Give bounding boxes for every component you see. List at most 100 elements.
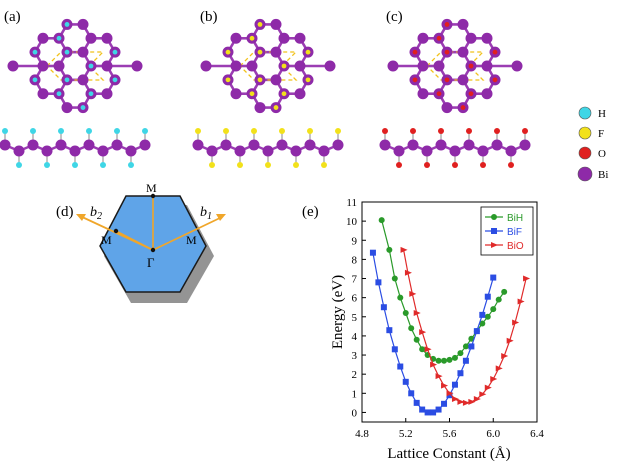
adsorbate-atom <box>32 49 38 55</box>
bi-atom <box>77 18 89 30</box>
data-point <box>419 406 426 413</box>
data-point <box>441 400 448 407</box>
data-point <box>501 353 509 359</box>
data-point <box>490 375 498 382</box>
side-bi-atom <box>69 145 81 157</box>
bi-atom <box>433 60 445 72</box>
m-point-top <box>150 193 156 199</box>
side-adsorbate-atom <box>452 162 458 168</box>
data-point <box>435 406 442 413</box>
adsorbate-atom <box>460 105 466 110</box>
data-point <box>409 290 417 297</box>
side-bi-atom <box>206 145 218 157</box>
y-tick-label: 9 <box>352 235 358 247</box>
bi-atom <box>37 88 49 100</box>
legend-f-marker <box>578 126 592 140</box>
side-adsorbate-atom <box>508 162 514 168</box>
data-point <box>408 325 415 332</box>
adsorbate-atom <box>444 49 450 55</box>
data-point <box>484 384 492 391</box>
side-bi-atom <box>55 139 67 151</box>
side-adsorbate-atom <box>480 162 486 168</box>
data-point <box>441 357 448 364</box>
side-bi-atom <box>276 139 288 151</box>
side-adsorbate-atom <box>86 128 92 134</box>
side-adsorbate-atom <box>2 128 8 134</box>
data-point <box>491 228 497 234</box>
side-adsorbate-atom <box>321 162 327 168</box>
side-bi-atom <box>192 139 204 151</box>
side-adsorbate-atom <box>335 128 341 134</box>
bi-atom <box>270 74 282 86</box>
side-adsorbate-atom <box>44 162 50 168</box>
bi-atom <box>278 32 290 44</box>
series-line <box>403 249 527 404</box>
side-adsorbate-atom <box>195 128 201 134</box>
legend-label: BiF <box>507 227 522 238</box>
adsorbate-atom <box>444 77 450 83</box>
side-bi-atom <box>407 139 419 151</box>
bi-atom <box>101 32 113 44</box>
bi-atom <box>37 32 49 44</box>
x-tick-label: 5.2 <box>399 428 413 440</box>
side-bi-atom <box>332 139 344 151</box>
legend-h-label: H <box>598 108 606 120</box>
bi-atom <box>77 74 89 86</box>
side-adsorbate-atom <box>396 162 402 168</box>
adsorbate-atom <box>112 77 118 83</box>
side-bi-atom <box>519 139 531 151</box>
data-point <box>491 214 497 220</box>
adsorbate-atom <box>56 91 62 97</box>
side-adsorbate-atom <box>466 128 472 134</box>
adsorbate-atom <box>412 49 418 55</box>
m-label-left: M <box>101 233 112 247</box>
gamma-label: Γ <box>147 255 155 270</box>
side-bi-atom <box>477 145 489 157</box>
adsorbate-atom <box>257 49 263 55</box>
bi-atom <box>230 32 242 44</box>
data-point <box>479 391 487 398</box>
y-tick-label: 11 <box>346 197 357 209</box>
data-point <box>419 346 426 353</box>
side-bi-atom <box>318 145 330 157</box>
bi-atom <box>246 60 258 72</box>
bi-atom <box>465 32 477 44</box>
bi-atom <box>7 60 19 72</box>
data-point <box>441 382 449 389</box>
bi-atom <box>441 102 453 114</box>
side-adsorbate-atom <box>209 162 215 168</box>
adsorbate-atom <box>273 105 279 110</box>
y-tick-label: 2 <box>352 369 358 381</box>
data-point <box>404 269 412 276</box>
data-point <box>402 378 409 385</box>
series-layer <box>369 217 531 416</box>
data-point <box>451 354 458 361</box>
adsorbate-atom <box>436 35 442 41</box>
adsorbate-atom <box>32 77 38 83</box>
m-label-top: M <box>146 181 157 195</box>
side-adsorbate-atom <box>494 128 500 134</box>
side-adsorbate-atom <box>142 128 148 134</box>
bi-atom <box>457 74 469 86</box>
data-point <box>490 306 497 313</box>
data-point <box>457 370 464 377</box>
side-bi-atom <box>393 145 405 157</box>
legend-bi-label: Bi <box>598 169 608 181</box>
adsorbate-atom <box>436 91 442 97</box>
data-point <box>413 336 420 343</box>
b1-label: b1 <box>200 205 212 222</box>
data-point <box>413 399 420 406</box>
side-adsorbate-atom <box>522 128 528 134</box>
bi-atom <box>61 102 73 114</box>
side-adsorbate-atom <box>410 128 416 134</box>
side-adsorbate-atom <box>114 128 120 134</box>
adsorbate-atom <box>281 91 287 97</box>
adsorbate-atom <box>257 77 263 83</box>
side-bi-atom <box>234 145 246 157</box>
side-bi-atom <box>491 139 503 151</box>
bi-atom <box>417 88 429 100</box>
data-point <box>413 309 421 316</box>
